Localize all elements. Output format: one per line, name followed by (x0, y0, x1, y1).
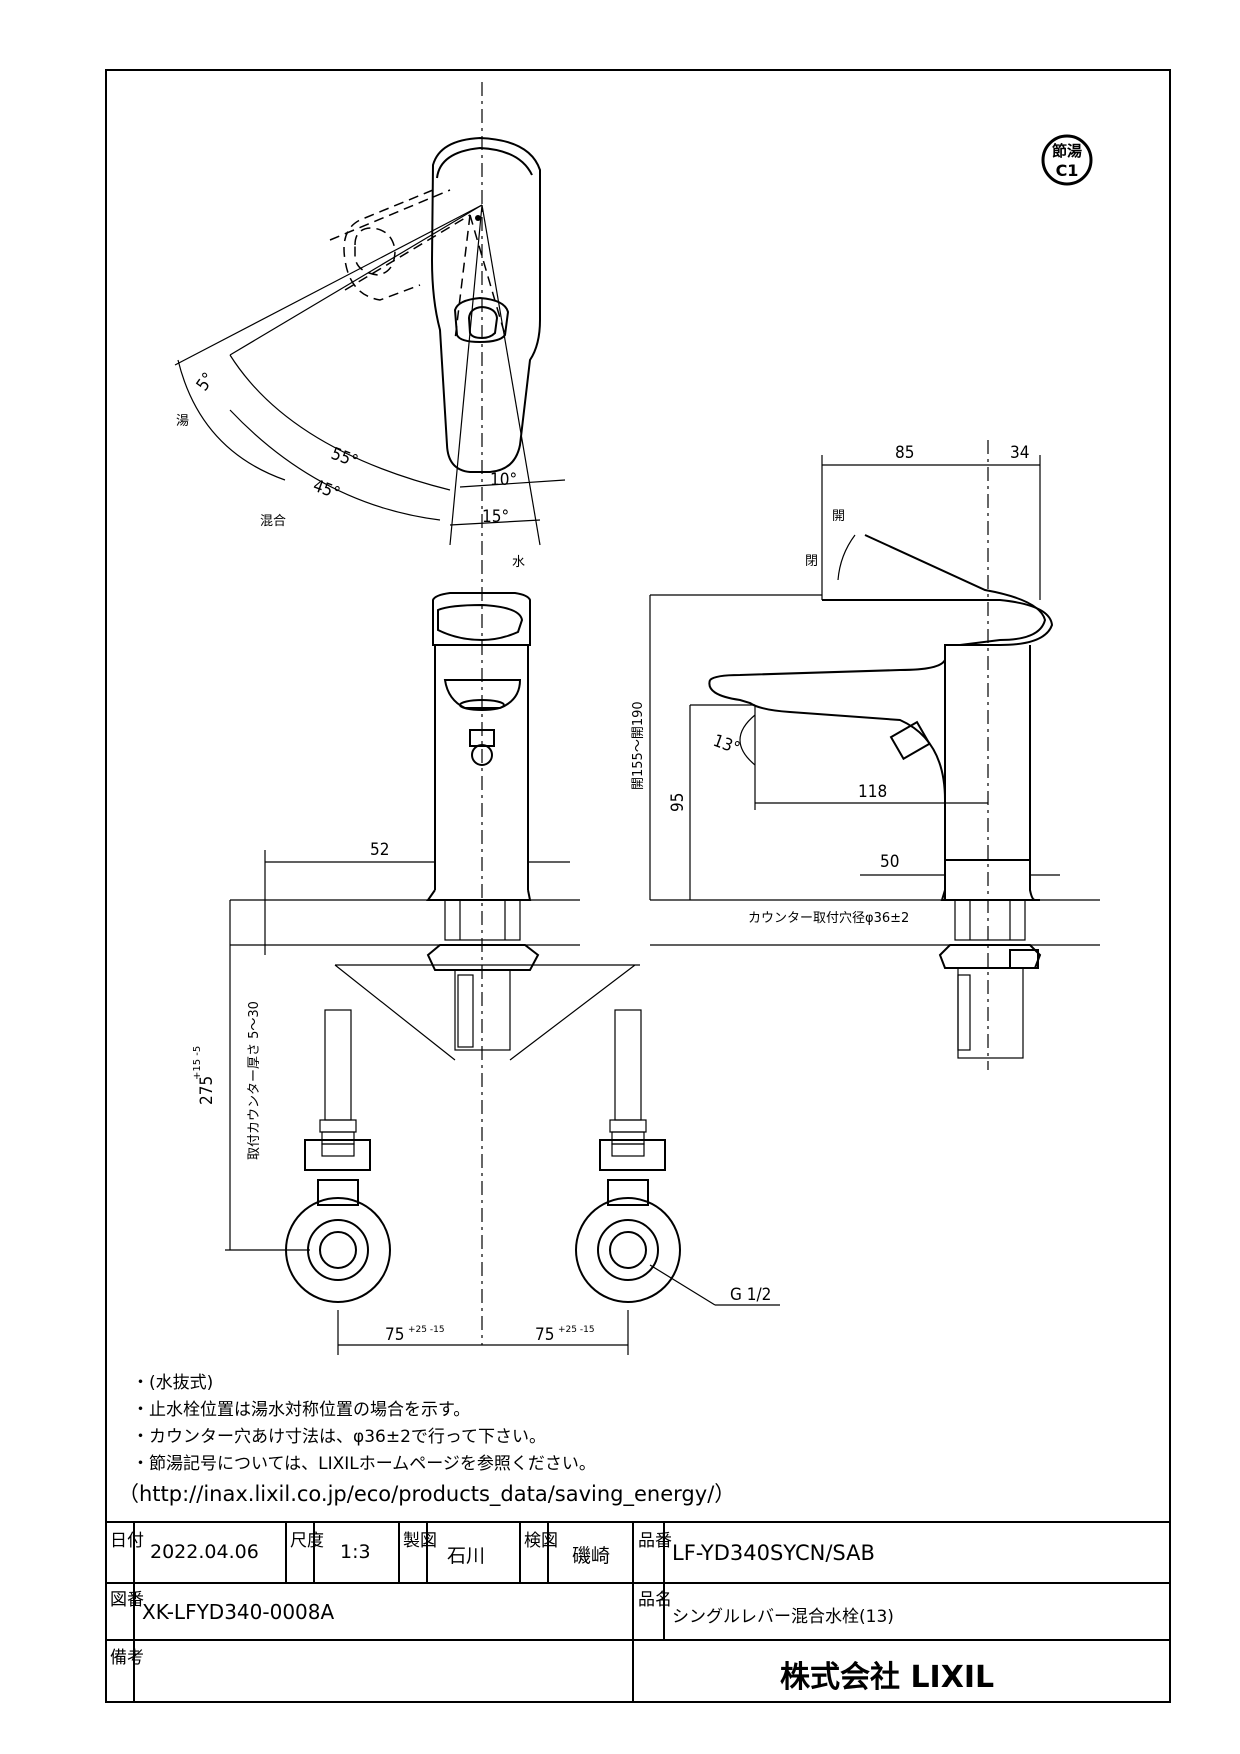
angle-10: 10° (490, 470, 517, 490)
depth-tol: +15 -5 (192, 1046, 203, 1080)
side-view: 85 34 開 閉 開155～開190 95 13° 118 50 カウンター取… (631, 440, 1100, 1070)
product-value: シングルレバー混合水栓(13) (672, 1607, 894, 1627)
checked-label: 検図 (524, 1531, 558, 1551)
drawing-frame (105, 69, 1171, 1703)
part-no-label: 品番 (638, 1531, 672, 1551)
depth-main: 275 (197, 1076, 217, 1105)
drawing-no-label: 図番 (110, 1590, 144, 1610)
water-saving-badge: 節湯 C1 (1041, 134, 1093, 186)
part-no-value: LF-YD340SYCN/SAB (672, 1541, 875, 1565)
spread-left-tol: +25 -15 (408, 1325, 445, 1335)
drawing-no-value: XK-LFYD340-0008A (142, 1600, 335, 1624)
note-url: （http://inax.lixil.co.jp/eco/products_da… (118, 1482, 736, 1506)
angle-55: 55° (328, 444, 360, 472)
date-value: 2022.04.06 (150, 1541, 259, 1563)
remarks-label: 備考 (110, 1648, 144, 1668)
scale-value: 1:3 (340, 1541, 371, 1563)
dim-52: 52 (370, 840, 389, 860)
angle-5: 5° (193, 369, 219, 395)
dim-85: 85 (895, 443, 914, 463)
front-view: 52 取付カウンター厚さ 5～30 275 +15 -5 G 1/2 75 +2… (192, 560, 780, 1355)
spread-right-tol: +25 -15 (558, 1325, 595, 1335)
dim-50: 50 (880, 852, 899, 872)
water-label: 水 (512, 555, 525, 570)
hot-label: 湯 (176, 414, 189, 429)
checked-value: 磯崎 (572, 1545, 611, 1567)
dim-95: 95 (668, 793, 688, 812)
company-logo: 株式会社 LIXIL (780, 1660, 995, 1695)
date-label: 日付 (110, 1531, 144, 1551)
angle-45: 45° (310, 476, 342, 504)
badge-bottom-text: C1 (1056, 161, 1079, 180)
mix-label: 混合 (260, 514, 286, 529)
spread-right: 75 (535, 1325, 554, 1345)
note-counter-hole: ・カウンター穴あけ寸法は、φ36±2で行って下さい。 (132, 1427, 547, 1447)
top-view: 湯 混合 水 5° 55° 45° 10° 15° (174, 82, 566, 570)
angle-15: 15° (482, 507, 509, 527)
spread-left: 75 (385, 1325, 404, 1345)
note-water-saving: ・節湯記号については、LIXILホームページを参照ください。 (132, 1454, 596, 1474)
counter-hole: カウンター取付穴径φ36±2 (748, 911, 909, 926)
dim-34: 34 (1010, 443, 1029, 463)
counter-thickness: 取付カウンター厚さ 5～30 (247, 1001, 262, 1160)
close-label: 閉 (805, 554, 818, 569)
drawn-label: 製図 (403, 1531, 437, 1551)
scale-label: 尺度 (290, 1531, 324, 1551)
note-drain: ・(水抜式) (132, 1373, 214, 1393)
product-label: 品名 (638, 1590, 672, 1610)
dim-118: 118 (858, 782, 887, 802)
angle-13: 13° (710, 731, 742, 759)
open-label: 開 (832, 509, 845, 524)
drawn-value: 石川 (447, 1545, 486, 1567)
title-block-grid (106, 1521, 1170, 1702)
thread-label: G 1/2 (730, 1285, 771, 1305)
note-stop-valve: ・止水栓位置は湯水対称位置の場合を示す。 (132, 1400, 471, 1420)
height-range: 開155～開190 (631, 701, 646, 790)
badge-top-text: 節湯 (1052, 142, 1082, 160)
